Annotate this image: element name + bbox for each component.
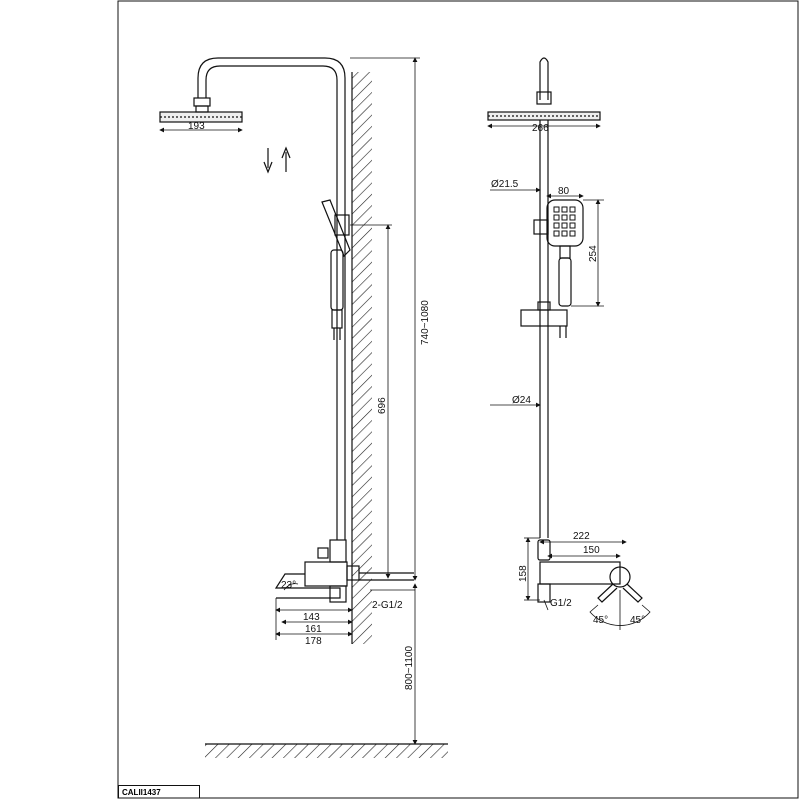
front-pipe-top-dia: Ø21.5 [491,179,519,190]
side-spout-143: 143 [303,612,320,623]
front-mixer-width: 222 [573,531,590,542]
side-total-height: 740~1080 [420,300,431,345]
side-wall-height: 800~1100 [404,646,415,690]
shower-arm [197,57,346,540]
front-hand-length: 254 [588,245,599,262]
product-code: CALII1437 [118,785,200,798]
side-spout-161: 161 [305,624,322,635]
drawing-border [117,0,799,799]
front-mixer-150: 150 [583,545,600,556]
mixer-front [539,561,621,585]
mixer-side [304,561,348,587]
adjust-arrows [263,146,291,174]
front-head-width: 266 [532,123,549,134]
front-hand-width: 80 [558,186,570,197]
front-mixer-height: 158 [518,565,529,582]
side-slide-height: 696 [377,397,388,414]
side-head-width: 193 [188,121,205,132]
side-inlet: 2-G1/2 [372,600,403,611]
front-angle-right: 45° [630,615,645,626]
slide-holder [520,309,568,327]
wall-hatch [352,72,372,644]
valve-left [597,583,618,603]
floor-hatch [205,744,448,758]
front-pipe-dia: Ø24 [512,395,531,406]
spout-side [274,573,341,599]
front-inlet: G1/2 [550,598,572,609]
side-spout-angle: 23° [281,580,296,591]
side-spout-178: 178 [305,636,322,647]
front-angle-left: 45° [593,615,608,626]
hand-shower-side [321,199,351,258]
valve-right [622,583,643,603]
side-view [159,57,448,758]
spray-nozzles [553,206,576,237]
front-view [487,57,651,630]
